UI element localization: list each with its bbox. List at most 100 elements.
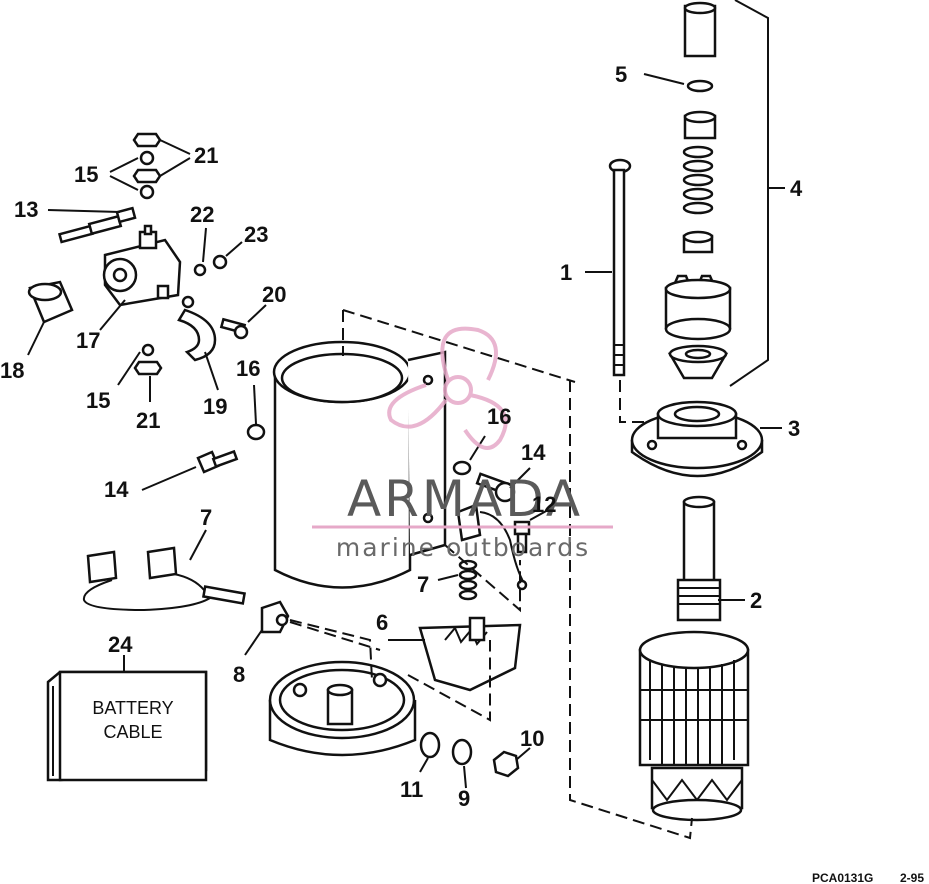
label-19: 19: [203, 394, 227, 419]
nut-21-lower: [133, 360, 163, 376]
label-1: 1: [560, 260, 572, 285]
label-15a: 15: [74, 162, 98, 187]
drive-end-cap: [630, 400, 764, 478]
label-2: 2: [750, 588, 762, 613]
leader-15a-2: [109, 175, 139, 191]
label-4: 4: [790, 176, 803, 201]
washer-15-lower: [141, 343, 155, 357]
washer-22: [193, 263, 207, 277]
retainer-ring: [686, 79, 714, 93]
watermark-tagline: marine outboards: [336, 533, 590, 562]
group-bracket-4: [729, 0, 769, 387]
stop-nut: [667, 344, 729, 380]
label-13: 13: [14, 197, 38, 222]
boot: [27, 280, 74, 324]
leader-14a: [141, 466, 197, 491]
leader-7a: [189, 529, 207, 561]
label-24: 24: [108, 632, 133, 657]
nut-23: [212, 254, 228, 270]
armada-logo-icon: [387, 326, 508, 450]
label-11: 11: [400, 777, 423, 802]
brush-lead-left: [82, 546, 247, 612]
washer-16-right: [452, 460, 472, 476]
leader-15a-1: [109, 157, 139, 173]
label-9: 9: [458, 786, 470, 811]
leader-13: [47, 209, 121, 213]
leader-16a: [253, 384, 257, 425]
terminal: [260, 600, 290, 634]
leader-21a-1: [159, 139, 191, 155]
lockwasher-11: [419, 731, 441, 759]
label-10: 10: [520, 726, 544, 751]
brush-spring-right: [456, 503, 528, 601]
label-16b: 16: [487, 404, 511, 429]
label-22: 22: [190, 202, 214, 227]
label-17: 17: [76, 328, 100, 353]
leader-21a-2: [159, 157, 191, 177]
screw-14-right: [475, 472, 516, 503]
label-23: 23: [244, 222, 268, 247]
footer-code: PCA0131G: [812, 871, 873, 884]
label-12: 12: [532, 492, 556, 517]
brushplate-dash: [407, 640, 491, 722]
brush-dash: [444, 544, 521, 613]
collar: [683, 110, 717, 140]
washer-9: [451, 738, 473, 766]
leader-5: [643, 73, 685, 85]
leader-11: [419, 757, 429, 773]
battery-cable-line1: BATTERY: [92, 698, 173, 718]
leader-23: [225, 241, 243, 257]
label-8: 8: [233, 662, 245, 687]
label-6: 6: [376, 610, 388, 635]
label-7a: 7: [200, 505, 212, 530]
screw-20: [219, 317, 249, 340]
armature: [638, 495, 750, 822]
leader-9: [463, 765, 467, 789]
label-7b: 7: [417, 572, 429, 597]
leader-16b: [469, 435, 486, 461]
leader-7b: [437, 574, 459, 581]
pinion-gear: [664, 274, 732, 341]
frame-dash: [342, 309, 576, 383]
commutator-end-cap: [268, 660, 417, 757]
leader-10: [515, 747, 531, 761]
through-bolt: [608, 158, 632, 377]
label-14a: 14: [104, 477, 129, 502]
label-20: 20: [262, 282, 286, 307]
leader-19: [204, 351, 219, 391]
leader-12: [529, 509, 549, 521]
leader-17: [99, 299, 126, 331]
label-21b: 21: [136, 408, 160, 433]
cap: [683, 1, 717, 58]
label-14b: 14: [521, 440, 546, 465]
label-5: 5: [615, 62, 627, 87]
label-15b: 15: [86, 388, 110, 413]
nuts-stack-top: [132, 132, 162, 200]
leader-20: [247, 304, 267, 323]
label-18: 18: [0, 358, 24, 383]
terminal-dash: [289, 621, 381, 651]
screw-14-left: [196, 449, 239, 474]
label-21a: 21: [194, 143, 218, 168]
leader-18: [27, 321, 45, 356]
leader-14b: [509, 467, 531, 489]
endcap-dash: [289, 619, 373, 681]
label-3: 3: [788, 416, 800, 441]
watermark-brand: ARMADA: [347, 470, 583, 528]
label-16a: 16: [236, 356, 260, 381]
leader-22: [202, 227, 207, 263]
bushing: [682, 230, 714, 254]
motor-frame: [272, 340, 447, 589]
battery-cable-box: [46, 670, 208, 782]
bolt-dash: [619, 380, 648, 423]
clamp: [177, 295, 217, 362]
solenoid: [102, 224, 182, 307]
armature-dash: [569, 380, 693, 840]
leader-15b: [117, 351, 141, 386]
stud: [57, 206, 137, 244]
leader-8: [244, 629, 263, 656]
washer-16-left: [246, 423, 266, 441]
footer-date: 2-95: [900, 871, 924, 884]
battery-cable-line2: CABLE: [103, 722, 162, 742]
